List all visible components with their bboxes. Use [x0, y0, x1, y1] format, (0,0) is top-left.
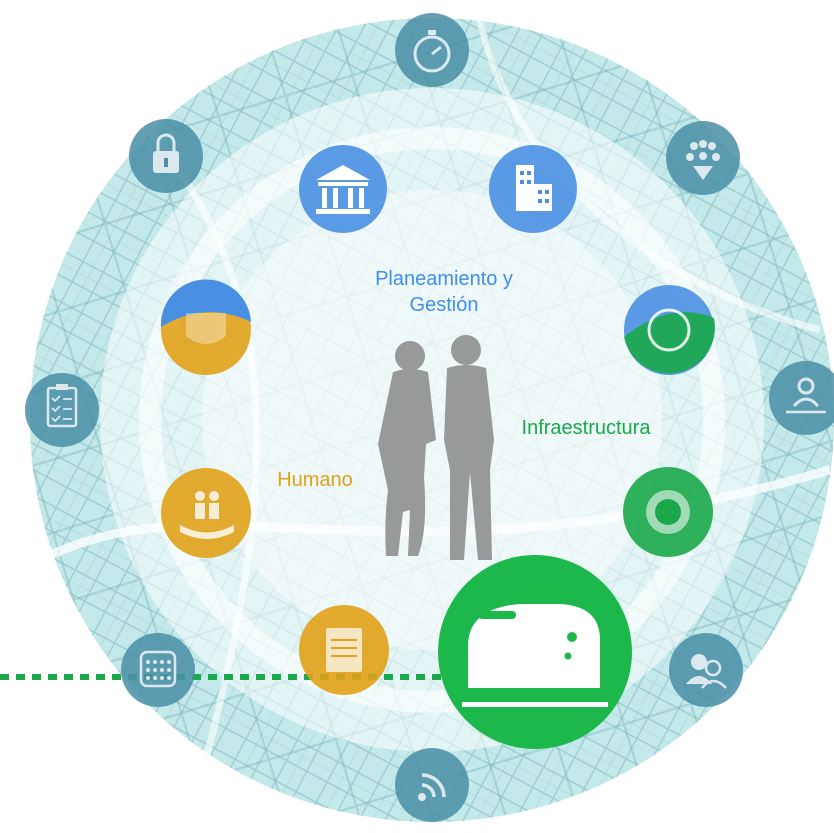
business-people-icon: [378, 335, 494, 560]
wifi-icon[interactable]: [395, 748, 469, 822]
person-network-icon[interactable]: [769, 361, 834, 435]
label-infraestructura: Infraestructura: [521, 417, 651, 439]
people-chat-icon[interactable]: [669, 633, 743, 707]
label-planeamiento-line2: Gestión: [409, 294, 479, 316]
label-planeamiento-line1: Planeamiento y: [375, 268, 513, 290]
sun-burst-icon[interactable]: [623, 467, 713, 557]
family-hands-icon[interactable]: [161, 468, 251, 558]
office-buildings-icon[interactable]: [489, 145, 577, 233]
label-humano: Humano: [277, 469, 353, 491]
government-building-icon[interactable]: [299, 145, 387, 233]
toaster-icon[interactable]: [438, 555, 632, 749]
police-badge-icon[interactable]: [160, 279, 251, 375]
padlock-icon[interactable]: [129, 119, 203, 193]
planet-earth-icon[interactable]: [624, 285, 715, 375]
clipboard-checklist-icon[interactable]: [25, 373, 99, 447]
stopwatch-icon[interactable]: [395, 13, 469, 87]
keypad-icon[interactable]: [121, 633, 195, 707]
book-icon[interactable]: [299, 605, 389, 695]
people-download-icon[interactable]: [666, 121, 740, 195]
guide-ring: [139, 127, 725, 713]
